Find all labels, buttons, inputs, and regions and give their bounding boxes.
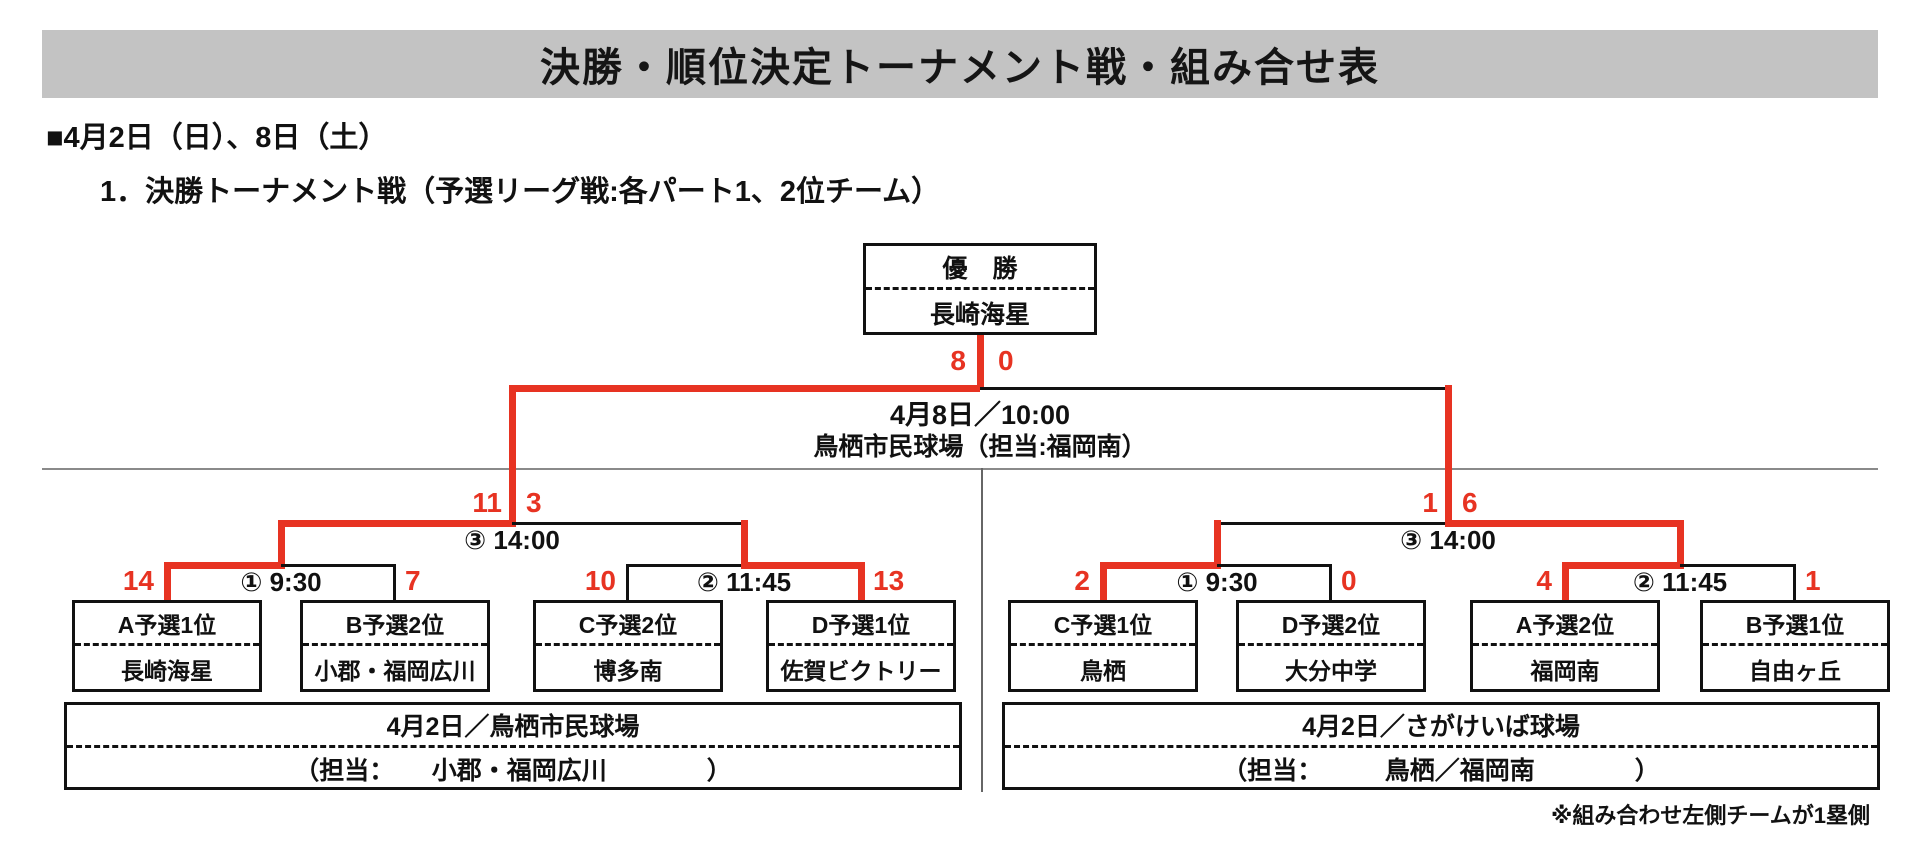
horizontal-divider <box>42 468 1878 470</box>
final-datetime: 4月8日／10:00 <box>889 400 1071 430</box>
team-name: 大分中学 <box>1285 658 1377 684</box>
sf-left-junction-line <box>509 385 516 527</box>
team-box-left-1: A予選1位 長崎海星 <box>72 600 262 692</box>
final-score-right: 0 <box>998 345 1014 376</box>
team-name: 佐賀ビクトリー <box>780 658 942 684</box>
team-name: 博多南 <box>593 658 663 684</box>
venue-title: 4月2日／さがけいば球場 <box>1005 705 1877 748</box>
qf-r1-winner-line <box>1100 562 1221 569</box>
sf-right-loser-line <box>1217 522 1449 525</box>
qf-r1-time-label: ① 9:30 <box>1176 567 1258 597</box>
qf-l2-junction-line <box>741 520 748 569</box>
team-box-right-1: C予選1位 鳥栖 <box>1008 600 1198 692</box>
sf-left-score-left: 11 <box>472 487 502 518</box>
team-seed: B予選1位 <box>1703 603 1887 646</box>
champion-label: 優 勝 <box>866 246 1094 290</box>
team-box-right-2: D予選2位 大分中学 <box>1236 600 1426 692</box>
sf-left-loser-line <box>512 522 744 525</box>
side-note: ※組み合わせ左側チームが1塁側 <box>1551 803 1870 828</box>
qf-r1-team-d-line <box>1329 564 1332 603</box>
qf-r2-score-right: 1 <box>1805 565 1821 596</box>
champion-team: 長崎海星 <box>929 300 1030 329</box>
team-box-right-4: B予選1位 自由ヶ丘 <box>1700 600 1890 692</box>
qf-l1-score-right: 7 <box>405 565 421 596</box>
qf-l2-winner-line <box>741 562 865 569</box>
team-name: 小郡・福岡広川 <box>314 658 476 684</box>
final-right-branch-line <box>980 387 1448 390</box>
sf-left-score-right: 3 <box>526 487 542 518</box>
qf-l1-team-b-line <box>393 564 396 603</box>
qf-r2-score-left: 4 <box>1536 565 1552 596</box>
venue-box-right: 4月2日／さがけいば球場 （担当： 鳥栖／福岡南 ） <box>1002 702 1880 790</box>
qf-l1-loser-line <box>281 564 395 567</box>
sf-right-score-right: 6 <box>1462 487 1478 518</box>
team-seed: D予選1位 <box>769 603 953 646</box>
sf-left-winner-line <box>278 520 516 527</box>
qf-r2-winner-line <box>1562 562 1684 569</box>
team-seed: D予選2位 <box>1239 603 1423 646</box>
qf-r2-team-b-line <box>1793 564 1796 603</box>
team-box-left-4: D予選1位 佐賀ビクトリー <box>766 600 956 692</box>
tournament-subheading: 1．決勝トーナメント戦（予選リーグ戦:各パート1、2位チーム） <box>100 176 941 208</box>
sf-right-winner-line <box>1445 520 1683 527</box>
qf-r1-score-right: 0 <box>1341 565 1357 596</box>
champion-box: 優 勝 長崎海星 <box>863 243 1097 335</box>
team-seed: C予選1位 <box>1011 603 1195 646</box>
page-title: 決勝・順位決定トーナメント戦・組み合せ表 <box>540 46 1380 90</box>
team-box-right-3: A予選2位 福岡南 <box>1470 600 1660 692</box>
qf-r1-score-left: 2 <box>1074 565 1090 596</box>
final-venue: 鳥栖市民球場（担当:福岡南） <box>813 433 1147 461</box>
team-name: 長崎海星 <box>121 658 213 684</box>
qf-l1-winner-line <box>164 562 285 569</box>
qf-l2-time-label: ② 11:45 <box>696 567 792 597</box>
venue-staff: （担当： 小郡・福岡広川 ） <box>294 757 732 785</box>
team-name: 自由ヶ丘 <box>1749 658 1841 684</box>
qf-l2-score-left: 10 <box>584 565 616 596</box>
qf-r2-loser-line <box>1680 564 1795 567</box>
team-seed: A予選1位 <box>75 603 259 646</box>
qf-r2-team-a-line <box>1562 562 1569 603</box>
sf-right-junction-line <box>1445 385 1452 527</box>
qf-l1-junction-line <box>278 520 285 569</box>
qf-l2-team-d-line <box>858 562 865 603</box>
sf-left-time-label: ③ 14:00 <box>464 525 560 555</box>
qf-r1-team-c-line <box>1100 562 1107 603</box>
venue-box-left: 4月2日／鳥栖市民球場 （担当： 小郡・福岡広川 ） <box>64 702 962 790</box>
final-score-left: 8 <box>950 345 966 376</box>
venue-staff: （担当： 鳥栖／福岡南 ） <box>1222 757 1660 785</box>
qf-l2-score-right: 13 <box>873 565 905 596</box>
title-bar: 決勝・順位決定トーナメント戦・組み合せ表 <box>42 30 1878 98</box>
date-heading: ■4月2日（日）、8日（土） <box>46 122 388 154</box>
qf-l1-time-label: ① 9:30 <box>240 567 322 597</box>
qf-r2-junction-line <box>1677 520 1684 569</box>
qf-r1-loser-line <box>1217 564 1331 567</box>
qf-l2-loser-line <box>628 564 744 567</box>
team-name: 福岡南 <box>1530 658 1600 684</box>
qf-r1-junction-line <box>1214 520 1221 569</box>
qf-r2-time-label: ② 11:45 <box>1632 567 1728 597</box>
center-divider <box>981 468 983 792</box>
qf-l1-team-a-line <box>164 562 171 603</box>
team-seed: C予選2位 <box>536 603 720 646</box>
team-box-left-2: B予選2位 小郡・福岡広川 <box>300 600 490 692</box>
venue-title: 4月2日／鳥栖市民球場 <box>67 705 959 748</box>
team-seed: A予選2位 <box>1473 603 1657 646</box>
sf-right-time-label: ③ 14:00 <box>1400 525 1496 555</box>
qf-l2-team-c-line <box>626 564 629 603</box>
final-left-branch-line <box>512 385 980 392</box>
final-junction-line <box>977 335 984 388</box>
sf-right-score-left: 1 <box>1422 487 1438 518</box>
team-seed: B予選2位 <box>303 603 487 646</box>
team-name: 鳥栖 <box>1080 658 1126 684</box>
qf-l1-score-left: 14 <box>122 565 154 596</box>
team-box-left-3: C予選2位 博多南 <box>533 600 723 692</box>
